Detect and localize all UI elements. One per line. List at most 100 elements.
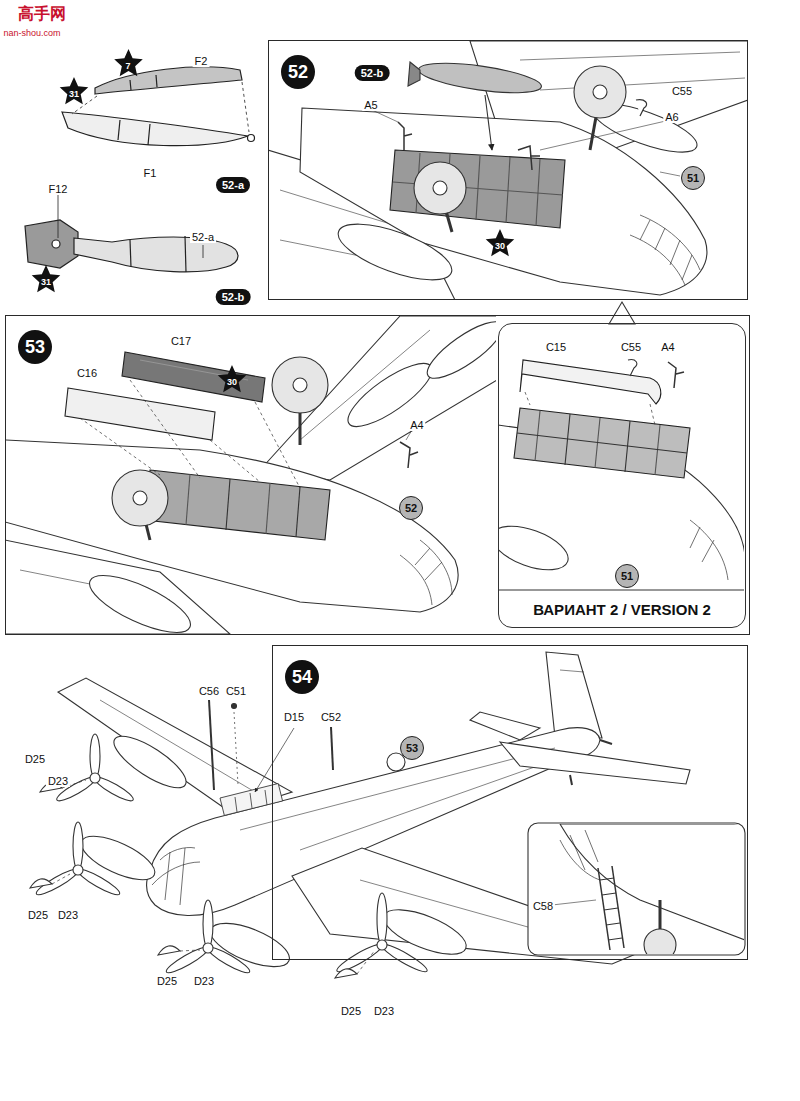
nose-glazing [670, 240, 680, 265]
ladder-inset-art [608, 938, 622, 940]
step-53-art [186, 474, 190, 525]
nose-glazing [420, 540, 452, 595]
star-callout: 30 [495, 241, 505, 251]
star-callout: 31 [41, 277, 51, 287]
bomb-half-f2 [95, 67, 242, 94]
nose-glazing [152, 862, 200, 885]
spinner-cone [158, 946, 180, 955]
bomb-subassembly [156, 75, 157, 87]
version-2-art [517, 433, 687, 453]
step-54-art [300, 758, 560, 850]
step-53-art [133, 491, 147, 505]
sub-assembly-tag-holder: 52-b [355, 63, 390, 81]
part-number: A6 [663, 111, 680, 123]
version-2-art [520, 360, 661, 404]
part-number: A4 [408, 419, 425, 431]
step-52-art [332, 213, 458, 292]
version-2-art [668, 362, 684, 388]
step-53-art [226, 479, 230, 530]
ladder-inset-art [552, 900, 596, 905]
step-54-art [600, 740, 612, 744]
step-number: 52 [281, 55, 315, 89]
step-53-art [420, 316, 496, 387]
step-53-art [272, 357, 328, 413]
step-reference: 53 [400, 736, 424, 760]
part-number: F2 [193, 55, 210, 67]
step-53-art [65, 388, 215, 440]
ladder-inset-art [552, 824, 744, 954]
step-reference-holder: 51 [615, 564, 639, 588]
part-number-holder: A4 [659, 337, 676, 355]
step-54-art [546, 652, 602, 738]
engine-nacelles [75, 727, 471, 975]
propeller [164, 900, 252, 976]
step-53-art [6, 316, 496, 634]
step-53-art [406, 430, 412, 440]
step-53-art [210, 440, 260, 482]
part-number-holder: C17 [169, 331, 193, 349]
star-callout-holder: 31 [69, 83, 79, 101]
step-54-art [570, 775, 572, 785]
step-53-art [255, 402, 300, 488]
step-54-art [470, 712, 540, 740]
nose-glazing [152, 848, 200, 906]
cockpit-frame [250, 793, 252, 808]
step-53-art [83, 564, 198, 634]
part-number-holder: D23 [192, 971, 216, 989]
step-52-art [433, 181, 447, 195]
nose-glazing [415, 548, 430, 565]
nose-glazing [630, 215, 700, 285]
step-52-art [574, 66, 626, 118]
propeller [90, 734, 100, 778]
step-52-art [518, 146, 540, 170]
nose-glazing [640, 220, 650, 240]
cockpit-frame [220, 783, 283, 815]
step-54-art [52, 874, 70, 884]
part-number-holder: F1 [142, 163, 159, 181]
part-number-holder: A4 [408, 415, 425, 433]
propeller [203, 900, 213, 948]
sub-assembly-tag: 52-a [216, 177, 250, 193]
step-reference: 51 [615, 564, 639, 588]
part-number-holder: A6 [663, 107, 680, 125]
step-52-art [417, 57, 543, 98]
star-shape [32, 265, 61, 292]
version-2-art [514, 408, 690, 478]
part-number-holder: A5 [362, 95, 379, 113]
step-reference-holder: 53 [400, 736, 424, 760]
part-number: D25 [155, 975, 179, 987]
cockpit-frame [235, 797, 237, 812]
part-number: C55 [670, 85, 694, 97]
part-number-holder: C55 [670, 81, 694, 99]
step-54-art [240, 748, 555, 830]
star-shape [114, 49, 143, 76]
step-54-art [234, 712, 238, 785]
part-number-holder: D25 [155, 971, 179, 989]
step-52-art [372, 110, 398, 122]
nose-glazing [702, 540, 714, 562]
propeller [377, 940, 387, 950]
star-shape [486, 229, 515, 256]
nose-glazing [690, 527, 700, 548]
part-number-holder: 52-a [190, 227, 216, 245]
step-52-art [390, 150, 565, 228]
star-callout: 30 [227, 377, 237, 387]
part-number: C17 [169, 335, 193, 347]
star-callout: 31 [69, 89, 79, 99]
step-53-art [293, 378, 307, 392]
part-number: D23 [46, 775, 70, 787]
part-number-holder: D25 [339, 1001, 363, 1019]
step-54-art [255, 728, 294, 792]
callout-tail [609, 302, 635, 324]
star-shape [60, 77, 89, 104]
step-53-art [145, 470, 330, 540]
step-53-art [400, 442, 418, 468]
part-number-holder: C15 [544, 337, 568, 355]
step-53-art [80, 418, 160, 475]
step-54-art [331, 727, 333, 770]
ladder-inset-art [560, 824, 744, 940]
sub-assembly-tag-holder: 52-b [216, 287, 251, 305]
star-callout-holder: 30 [227, 371, 237, 389]
